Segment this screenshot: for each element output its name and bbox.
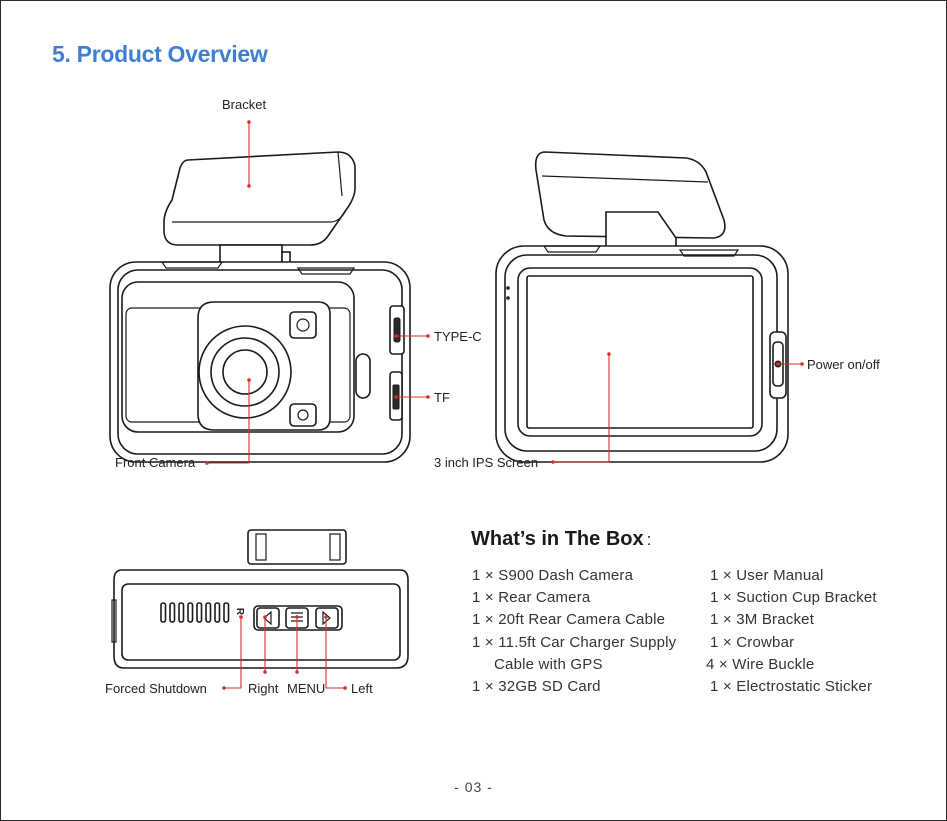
list-item: 1 × Suction Cup Bracket (710, 589, 877, 607)
list-item: 1 × 32GB SD Card (472, 678, 601, 696)
rear-camera-view (495, 151, 789, 463)
box-list-left: 1 × S900 Dash Camera 1 × Rear Camera 1 ×… (472, 565, 676, 698)
box-title: What’s in The Box: (471, 528, 651, 551)
label-screen: 3 inch IPS Screen (434, 455, 539, 470)
label-front-camera: Front Camera (115, 455, 196, 470)
list-item: 4 × Wire Buckle (706, 655, 815, 673)
box-title-colon: : (646, 530, 652, 549)
label-left: Left (351, 681, 373, 696)
list-item: 1 × 20ft Rear Camera Cable (472, 611, 666, 629)
list-item: 1 × Rear Camera (472, 589, 591, 607)
top-camera-view (111, 529, 409, 669)
label-type-c: TYPE-C (434, 329, 482, 344)
label-right: Right (248, 681, 279, 696)
list-item: 1 × S900 Dash Camera (472, 567, 634, 584)
list-item: Cable with GPS (494, 655, 603, 673)
label-forced-shutdown: Forced Shutdown (105, 681, 207, 696)
box-list-right: 1 × User Manual 1 × Suction Cup Bracket … (706, 565, 877, 698)
list-item: 1 × Electrostatic Sticker (710, 678, 873, 696)
label-menu: MENU (287, 681, 326, 696)
page-title: 5. Product Overview (52, 41, 268, 67)
label-tf: TF (434, 390, 450, 405)
list-item: 1 × 11.5ft Car Charger Supply (472, 633, 677, 651)
list-item: 1 × 3M Bracket (710, 611, 815, 629)
callout-lines (205, 120, 804, 690)
label-bracket: Bracket (222, 97, 267, 112)
list-item: 1 × Crowbar (710, 633, 795, 651)
label-power: Power on/off (807, 357, 880, 372)
box-title-text: What’s in The Box (471, 528, 644, 550)
reset-mark: R (234, 607, 246, 616)
page-number: - 03 - (454, 779, 493, 795)
front-camera-view (109, 151, 411, 463)
list-item: 1 × User Manual (710, 567, 824, 584)
